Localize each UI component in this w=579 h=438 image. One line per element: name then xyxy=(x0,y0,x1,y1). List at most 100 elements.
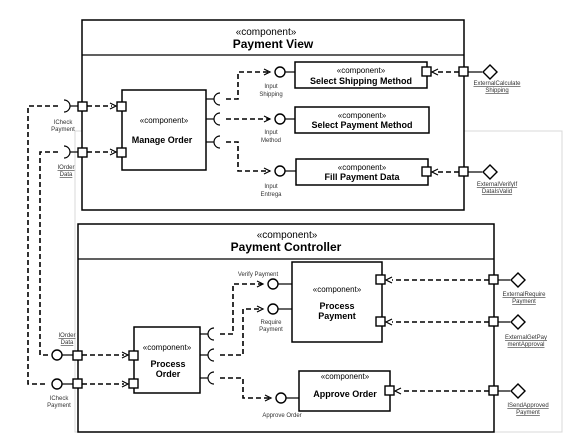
fill-payment-port xyxy=(421,166,432,177)
iorder-data-bottom-ball xyxy=(51,349,63,361)
input-method-label-1: Input xyxy=(264,130,278,136)
input-entrega-ball xyxy=(274,165,286,177)
iorder-data-top-label-2: Data xyxy=(60,172,73,178)
require-payment-label-2: Payment xyxy=(259,327,283,333)
pv-edge-port-top xyxy=(458,66,469,77)
connector-approve-order xyxy=(220,377,270,399)
input-shipping-label-1: Input xyxy=(264,84,278,90)
process-payment-title-2: Payment xyxy=(318,311,356,321)
select-payment-stereotype: «component» xyxy=(338,111,387,120)
verify-payment-label: Verify Payment xyxy=(238,272,279,278)
ext-send-approved-label-2: Payment xyxy=(516,410,540,416)
pc-left-port-top xyxy=(72,350,83,361)
manage-order-title: Manage Order xyxy=(132,135,193,145)
process-payment-box xyxy=(291,261,383,343)
ext-calc-shipping-diamond xyxy=(482,64,498,80)
process-payment-port-top xyxy=(375,274,386,285)
icheck-payment-top-label-1: ICheck xyxy=(54,120,74,126)
ext-verify-label-2: DataIsValid xyxy=(482,189,512,195)
payment-view-stereotype: «component» xyxy=(236,27,297,38)
icheck-payment-bottom-ball xyxy=(51,378,63,390)
pv-left-port-bottom xyxy=(77,147,88,158)
payment-controller-stereotype: «component» xyxy=(257,230,318,241)
input-method-label-2: Method xyxy=(261,138,281,144)
select-payment-method-component[interactable]: «component» Select Payment Method xyxy=(294,106,430,134)
fill-payment-data-component[interactable]: «component» Fill Payment Data xyxy=(295,158,429,186)
select-shipping-stereotype: «component» xyxy=(337,66,386,75)
process-order-title-2: Order xyxy=(156,369,181,379)
connector-shipping xyxy=(226,71,270,100)
fill-payment-stereotype: «component» xyxy=(338,163,387,172)
process-payment-title-1: Process xyxy=(319,301,354,311)
process-order-title-1: Process xyxy=(150,359,185,369)
payment-view-title: Payment View xyxy=(233,37,314,51)
select-shipping-port xyxy=(421,66,432,77)
input-shipping-ball xyxy=(274,66,286,78)
manage-order-port-top xyxy=(116,101,127,112)
process-order-stereotype: «component» xyxy=(143,343,192,352)
approve-order-component[interactable]: «component» Approve Order xyxy=(298,370,391,412)
process-order-port-top xyxy=(128,350,139,361)
pc-right-port-2 xyxy=(488,316,499,327)
process-order-port-bottom xyxy=(128,378,139,389)
approve-order-stereotype: «component» xyxy=(321,372,370,381)
verify-payment-ball xyxy=(267,278,279,290)
pv-left-port-top xyxy=(77,101,88,112)
manage-order-box xyxy=(121,89,207,171)
ext-require-payment-label-2: Payment xyxy=(512,299,536,305)
payment-controller-title: Payment Controller xyxy=(231,240,342,254)
ext-require-payment-diamond xyxy=(510,272,526,288)
require-payment-label-1: Require xyxy=(260,320,282,326)
fill-payment-title: Fill Payment Data xyxy=(324,172,400,182)
ext-send-approved-label-1: ISendApproved xyxy=(507,403,548,409)
approve-order-port xyxy=(384,385,395,396)
icheck-payment-top-socket xyxy=(63,99,71,113)
select-payment-box xyxy=(294,106,430,134)
icheck-payment-bottom-label-2: Payment xyxy=(47,403,71,409)
manage-order-stereotype: «component» xyxy=(140,116,189,125)
ext-verify-label-1: ExternalVerifyIf xyxy=(477,182,518,188)
pc-right-port-1 xyxy=(488,274,499,285)
ext-get-payment-label-2: mentApproval xyxy=(507,342,544,348)
pv-edge-port-bottom xyxy=(458,166,469,177)
process-order-box xyxy=(133,326,201,394)
icheck-payment-bottom-label-1: ICheck xyxy=(50,396,70,402)
input-shipping-label-2: Shipping xyxy=(259,92,282,98)
iorder-data-bottom-label-1: IOrder xyxy=(58,333,75,339)
select-shipping-title: Select Shipping Method xyxy=(310,76,412,86)
link-icheck-payment xyxy=(27,105,58,385)
approve-order-box xyxy=(298,370,391,412)
ext-send-approved-diamond xyxy=(510,383,526,399)
link-iorder-data xyxy=(39,151,58,356)
input-method-ball xyxy=(274,113,286,125)
require-payment-ball xyxy=(267,303,279,315)
manage-order-port-bottom xyxy=(116,147,127,158)
manage-order-component[interactable]: «component» Manage Order xyxy=(121,89,207,171)
pc-right-port-3 xyxy=(488,385,499,396)
connector-entrega xyxy=(226,141,270,172)
process-payment-stereotype: «component» xyxy=(313,285,362,294)
process-payment-component[interactable]: «component» Process Payment xyxy=(291,261,383,343)
iorder-data-top-socket xyxy=(63,145,71,159)
ext-get-payment-approval-diamond xyxy=(510,314,526,330)
pc-left-port-bottom xyxy=(72,378,83,389)
approve-order-title: Approve Order xyxy=(313,389,377,399)
ext-require-payment-label-1: ExternalRequire xyxy=(502,292,546,298)
process-order-component[interactable]: «component» Process Order xyxy=(133,326,201,394)
iorder-data-top-label-1: IOrder xyxy=(57,165,74,171)
process-payment-port-bottom xyxy=(375,316,386,327)
ext-verify-data-diamond xyxy=(482,164,498,180)
ext-calc-shipping-label-2: Shipping xyxy=(485,88,508,94)
connector-require-payment xyxy=(220,308,262,356)
approve-order-ball xyxy=(275,392,287,404)
input-entrega-label-1: Input xyxy=(264,184,278,190)
input-entrega-label-2: Entrega xyxy=(260,192,282,198)
icheck-payment-top-label-2: Payment xyxy=(51,127,75,133)
approve-order-label: Approve Order xyxy=(262,413,301,419)
select-shipping-method-component[interactable]: «component» Select Shipping Method xyxy=(294,61,428,89)
ext-get-payment-label-1: ExternalGetPay xyxy=(505,335,547,341)
select-payment-title: Select Payment Method xyxy=(311,120,412,130)
ext-calc-shipping-label-1: ExternalCalculate xyxy=(473,81,521,87)
iorder-data-bottom-label-2: Data xyxy=(61,340,74,346)
